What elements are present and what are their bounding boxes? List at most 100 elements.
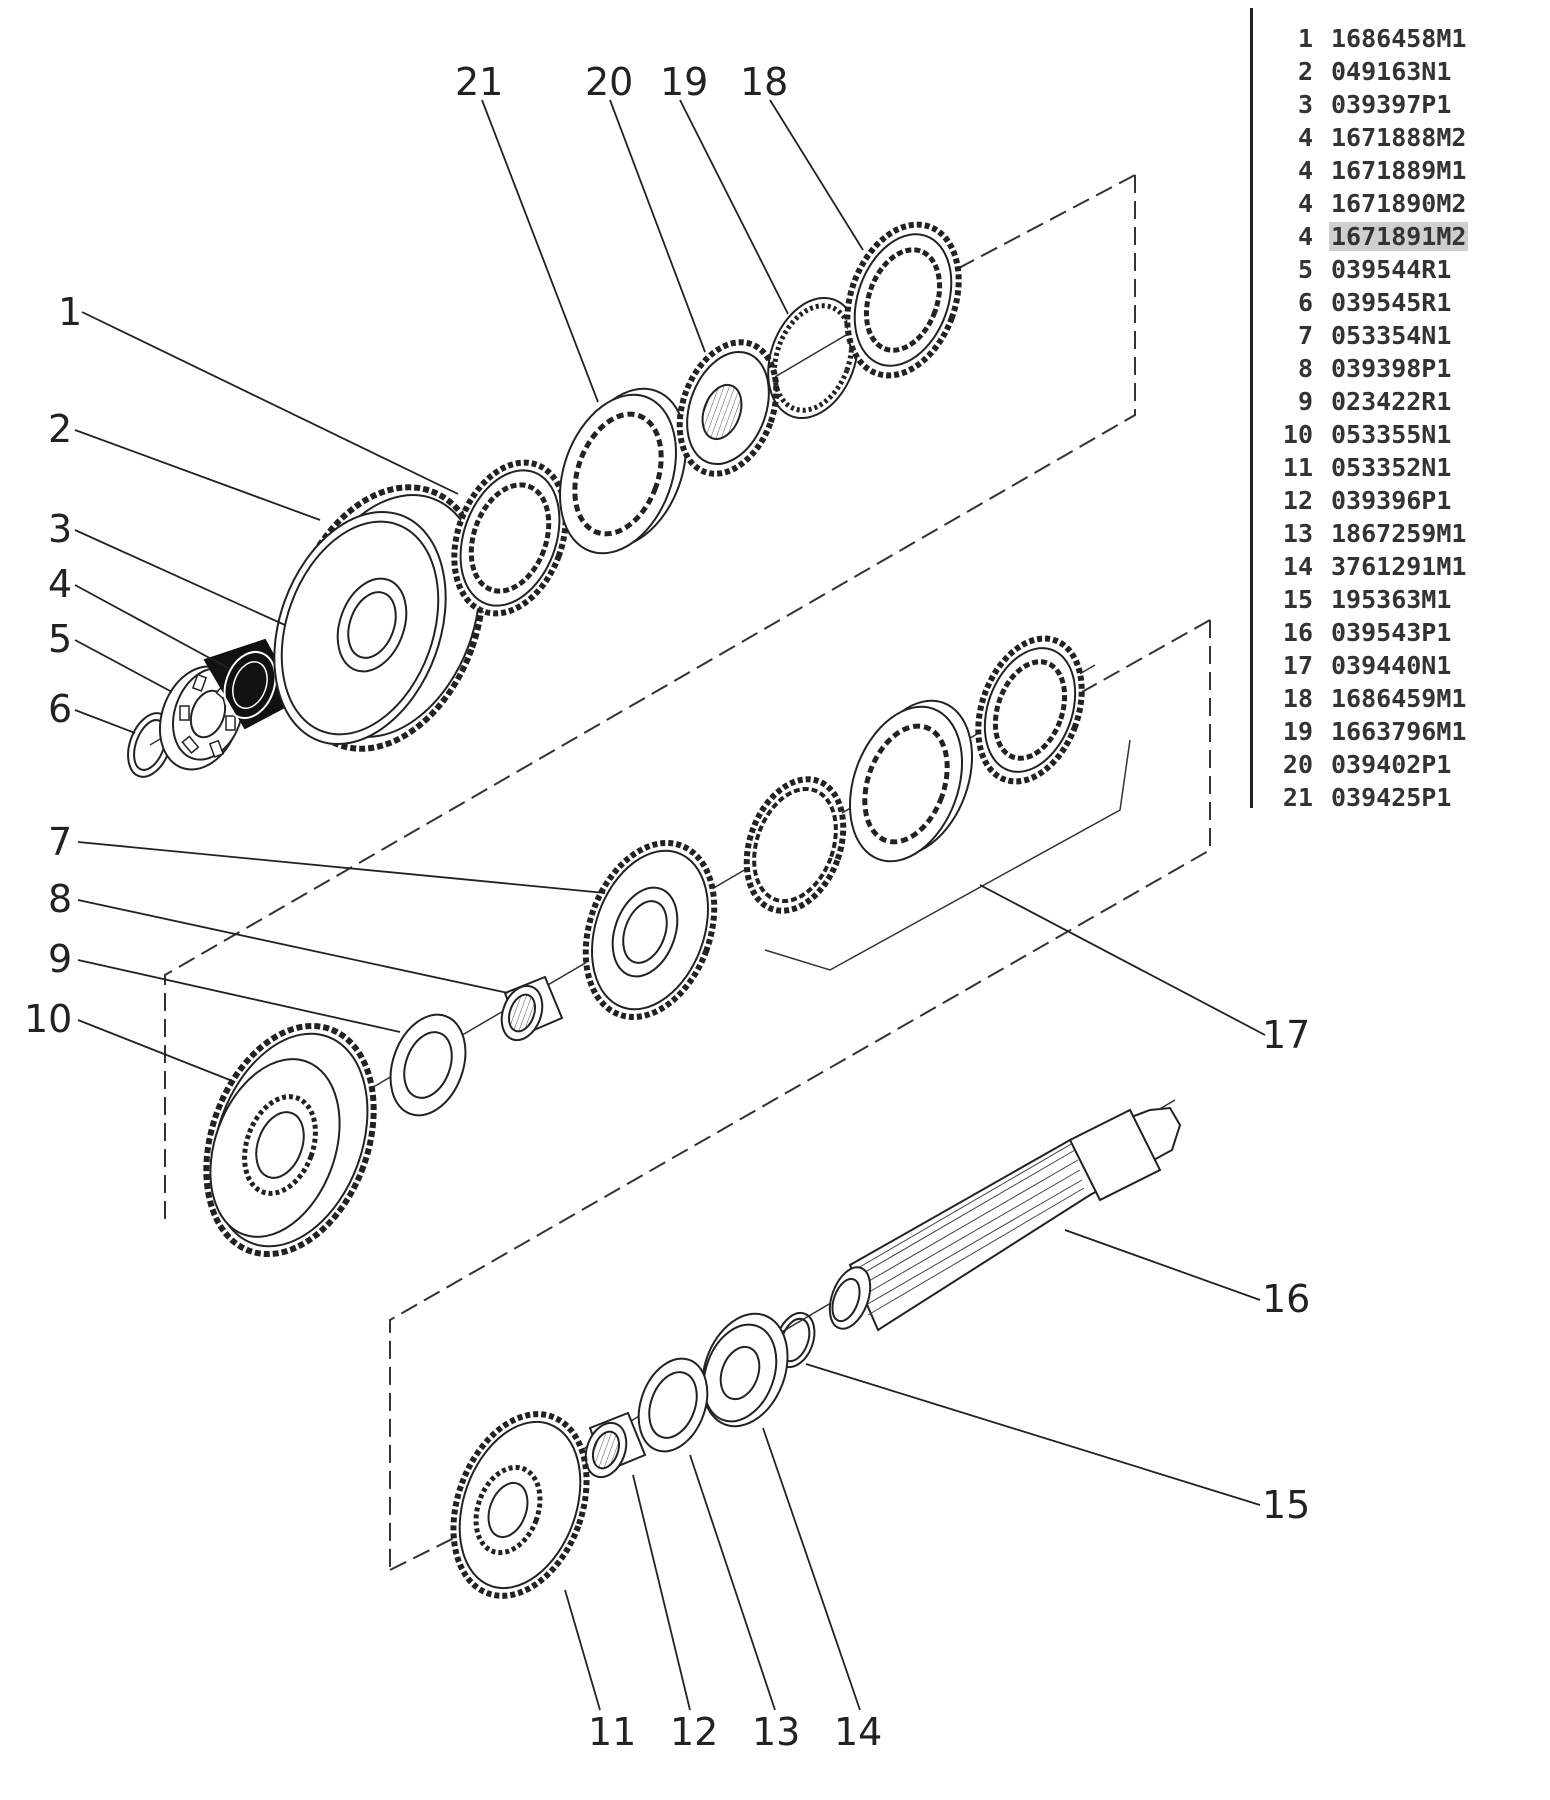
legend-row: 13 1867259M1 xyxy=(1253,517,1468,550)
legend-part-number: 1671889M1 xyxy=(1331,156,1467,185)
legend-ref-number: 4 xyxy=(1297,222,1313,251)
legend-row: 3 039397P1 xyxy=(1253,88,1453,121)
leader-12 xyxy=(632,1474,691,1711)
legend-part-number: 053352N1 xyxy=(1331,453,1452,482)
legend-part-number: 1671891M2 xyxy=(1329,222,1469,251)
callout-5: 5 xyxy=(48,617,72,661)
callout-6: 6 xyxy=(48,687,72,731)
leader-11 xyxy=(564,1589,601,1711)
legend-ref-number: 18 xyxy=(1282,684,1313,713)
group-boundary-lower-edge xyxy=(389,1529,471,1571)
legend-part-number: 1671888M2 xyxy=(1331,123,1467,152)
legend-row: 2 049163N1 xyxy=(1253,55,1453,88)
legend-row: 18 1686459M1 xyxy=(1253,682,1468,715)
leader-4 xyxy=(74,584,229,669)
legend-part-number: 023422R1 xyxy=(1331,387,1452,416)
legend-row: 7 053354N1 xyxy=(1253,319,1453,352)
legend-row: 1 1686458M1 xyxy=(1253,22,1468,55)
legend-ref-number: 9 xyxy=(1297,387,1313,416)
legend-ref-number: 12 xyxy=(1282,486,1313,515)
legend-row: 10 053355N1 xyxy=(1253,418,1453,451)
legend-ref-number: 16 xyxy=(1282,618,1313,647)
leader-16 xyxy=(1064,1229,1261,1301)
legend-ref-number: 1 xyxy=(1297,24,1313,53)
legend-part-number: 039402P1 xyxy=(1331,750,1452,779)
leader-21 xyxy=(481,99,599,403)
legend-row: 11 053352N1 xyxy=(1253,451,1453,484)
callout-11: 11 xyxy=(588,1710,636,1754)
callout-14: 14 xyxy=(834,1710,882,1754)
legend-row: 12 039396P1 xyxy=(1253,484,1453,517)
legend-ref-number: 20 xyxy=(1282,750,1313,779)
legend-row: 20 039402P1 xyxy=(1253,748,1453,781)
legend-ref-number: 2 xyxy=(1297,57,1313,86)
leader-8 xyxy=(77,899,509,994)
leader-20 xyxy=(609,99,706,353)
legend-row: 17 039440N1 xyxy=(1253,649,1453,682)
legend-row: 6 039545R1 xyxy=(1253,286,1453,319)
legend-ref-number: 6 xyxy=(1297,288,1313,317)
legend-ref-number: 19 xyxy=(1282,717,1313,746)
part-14-bearing xyxy=(701,1312,789,1428)
legend-ref-number: 7 xyxy=(1297,321,1313,350)
leader-18 xyxy=(769,99,864,251)
part-9-washer xyxy=(389,1013,467,1117)
legend-ref-number: 3 xyxy=(1297,90,1313,119)
part-11-gear xyxy=(450,1411,590,1599)
part-17-sleeve xyxy=(848,699,974,863)
legend-part-number: 039398P1 xyxy=(1331,354,1452,383)
part-10-large-gear xyxy=(203,1022,377,1258)
legend-part-number: 3761291M1 xyxy=(1331,552,1467,581)
callout-15: 15 xyxy=(1262,1483,1310,1527)
leader-2 xyxy=(74,429,321,521)
group-boundary-upper xyxy=(164,175,1136,1220)
legend-part-number: 039544R1 xyxy=(1331,255,1452,284)
callout-3: 3 xyxy=(48,507,72,551)
legend-ref-number: 8 xyxy=(1297,354,1313,383)
legend-row: 4 1671888M2 xyxy=(1253,121,1468,154)
legend-part-number: 039397P1 xyxy=(1331,90,1452,119)
legend-row: 15 195363M1 xyxy=(1253,583,1453,616)
callout-9: 9 xyxy=(48,937,72,981)
legend-ref-number: 4 xyxy=(1297,156,1313,185)
callout-8: 8 xyxy=(48,877,72,921)
leader-3 xyxy=(74,529,286,626)
legend-part-number: 1867259M1 xyxy=(1331,519,1467,548)
legend-ref-number: 11 xyxy=(1282,453,1313,482)
legend-row: 16 039543P1 xyxy=(1253,616,1453,649)
callout-18: 18 xyxy=(740,60,788,104)
part-19-ring xyxy=(767,296,859,420)
leader-19 xyxy=(679,99,789,315)
callout-20: 20 xyxy=(585,60,633,104)
legend-part-number: 053354N1 xyxy=(1331,321,1452,350)
part-1-gear xyxy=(451,459,569,617)
legend-ref-number: 13 xyxy=(1282,519,1313,548)
callout-21: 21 xyxy=(455,60,503,104)
callout-10: 10 xyxy=(24,997,72,1041)
part-17-ring xyxy=(743,776,847,914)
leader-5 xyxy=(74,639,173,693)
callout-1: 1 xyxy=(58,290,82,334)
legend-part-number: 1686459M1 xyxy=(1331,684,1467,713)
leader-6 xyxy=(74,709,136,734)
legend-row: 21 039425P1 xyxy=(1253,781,1453,814)
legend-part-number: 039425P1 xyxy=(1331,783,1452,812)
legend-part-number: 039543P1 xyxy=(1331,618,1452,647)
legend-ref-number: 10 xyxy=(1282,420,1313,449)
leader-10 xyxy=(77,1019,236,1083)
legend-row: 4 1671889M1 xyxy=(1253,154,1468,187)
legend-part-number: 039396P1 xyxy=(1331,486,1452,515)
part-16-splined-shaft xyxy=(828,1106,1182,1332)
callout-7: 7 xyxy=(48,820,72,864)
callout-17: 17 xyxy=(1262,1013,1310,1057)
callout-16: 16 xyxy=(1262,1277,1310,1321)
legend-row: 19 1663796M1 xyxy=(1253,715,1468,748)
legend-row: 8 039398P1 xyxy=(1253,352,1453,385)
part-17-gear-ring xyxy=(975,635,1085,785)
legend-ref-number: 5 xyxy=(1297,255,1313,284)
legend-row: 5 039544R1 xyxy=(1253,253,1453,286)
subassembly-17-bracket xyxy=(764,739,1131,971)
part-18-gear-ring xyxy=(844,221,962,379)
leader-1 xyxy=(81,311,459,495)
